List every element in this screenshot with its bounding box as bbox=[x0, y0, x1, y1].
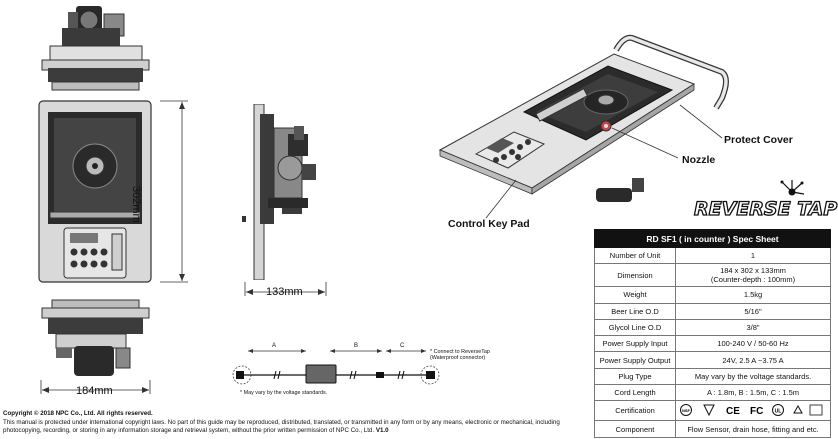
spec-label: Beer Line O.D bbox=[594, 302, 676, 320]
table-row: Power Supply Input 100-240 V / 50-60 Hz bbox=[594, 335, 831, 353]
spec-label: Dimension bbox=[594, 263, 676, 288]
bottom-view-drawing bbox=[41, 299, 150, 376]
spec-label: Weight bbox=[594, 286, 676, 304]
certification-icons: NSF CE FC UL bbox=[680, 403, 823, 417]
nozzle-label: Nozzle bbox=[682, 154, 716, 166]
table-row: Power Supply Output 24V, 2.5 A ~3.75 A bbox=[594, 351, 831, 369]
spec-label: Cord Length bbox=[594, 384, 676, 402]
table-row: Weight 1.5kg bbox=[594, 286, 831, 304]
spec-sheet-title: RD SF1 ( in counter ) Spec Sheet bbox=[594, 229, 831, 248]
copyright-line3: photocopying, recording, or storing in a… bbox=[3, 427, 389, 435]
table-row: Glycol Line O.D 3/8" bbox=[594, 318, 831, 337]
copyright-footer: Copyright © 2018 NPC Co., Ltd. All right… bbox=[3, 410, 833, 436]
spec-value: Flow Sensor, drain hose, fitting and etc… bbox=[675, 420, 831, 438]
top-view-drawing bbox=[41, 6, 150, 91]
reversetap-logo: REVERSE TAP bbox=[693, 180, 838, 224]
cord-label-a: A bbox=[272, 343, 277, 349]
copyright-line2: This manual is protected under internati… bbox=[3, 418, 560, 426]
height-dimension-label: 302mm bbox=[130, 186, 142, 223]
spec-label: Power Supply Input bbox=[594, 335, 676, 353]
spec-label: Plug Type bbox=[594, 367, 676, 386]
front-view-drawing bbox=[38, 100, 152, 283]
svg-text:NSF: NSF bbox=[682, 408, 691, 413]
protect-cover-label: Protect Cover bbox=[724, 134, 793, 146]
fcc-icon: FC bbox=[750, 406, 763, 417]
spec-sheet-header-row: RD SF1 ( in counter ) Spec Sheet bbox=[594, 229, 831, 248]
ce-icon: CE bbox=[726, 406, 740, 417]
isometric-view-drawing bbox=[438, 34, 729, 202]
spec-value: 3/8" bbox=[675, 318, 831, 337]
spec-value: May vary by the voltage standards. bbox=[675, 367, 831, 386]
table-row: Number of Unit 1 bbox=[594, 246, 831, 265]
width-dimension-line bbox=[40, 380, 151, 394]
spec-label: Glycol Line O.D bbox=[594, 318, 676, 337]
connect-note-line2: (Waterproof connector) bbox=[430, 355, 486, 361]
spec-value: 1.5kg bbox=[675, 286, 831, 304]
height-dimension-line bbox=[160, 100, 188, 283]
cord-label-c: C bbox=[400, 343, 405, 349]
spec-value: A : 1.8m, B : 1.5m, C : 1.5m bbox=[675, 384, 831, 402]
ul-icon: UL bbox=[772, 403, 784, 416]
cord-label-b: B bbox=[354, 343, 359, 349]
logo-text: REVERSE TAP bbox=[693, 197, 838, 220]
dimension-value-line2: (Counter-depth : 100mm) bbox=[710, 275, 796, 285]
table-row: Cord Length A : 1.8m, B : 1.5m, C : 1.5m bbox=[594, 384, 831, 402]
recycle-icon bbox=[793, 404, 803, 414]
kc-icon bbox=[703, 404, 715, 416]
table-row: Dimension 184 x 302 x 133mm (Counter-dep… bbox=[594, 263, 831, 288]
logo-splash-icon bbox=[780, 180, 805, 196]
dimension-value-line1: 184 x 302 x 133mm bbox=[720, 266, 786, 276]
width-dimension-label: 184mm bbox=[76, 385, 113, 397]
spec-label: Component bbox=[594, 420, 676, 438]
spec-value: 1 bbox=[675, 246, 831, 265]
spec-value: 5/16" bbox=[675, 302, 831, 320]
copyright-line1: Copyright © 2018 NPC Co., Ltd. All right… bbox=[3, 410, 153, 417]
depth-dimension-line bbox=[244, 282, 327, 296]
fda-icon bbox=[809, 404, 823, 416]
connect-note-line1: * Connect to ReverseTap bbox=[430, 349, 490, 355]
table-row: Component Flow Sensor, drain hose, fitti… bbox=[594, 420, 831, 438]
certification-marks: NSF CE FC UL bbox=[675, 400, 831, 422]
svg-text:UL: UL bbox=[775, 408, 782, 414]
spec-value: 24V, 2.5 A ~3.75 A bbox=[675, 351, 831, 369]
spec-sheet-table: RD SF1 ( in counter ) Spec Sheet Number … bbox=[594, 229, 831, 438]
spec-value: 184 x 302 x 133mm (Counter-depth : 100mm… bbox=[675, 263, 831, 288]
connect-note: * Connect to ReverseTap (Waterproof conn… bbox=[430, 349, 490, 361]
spec-label: Number of Unit bbox=[594, 246, 676, 265]
svg-text:CE: CE bbox=[726, 406, 740, 417]
table-row: Certification NSF CE FC UL bbox=[594, 400, 831, 422]
svg-text:FC: FC bbox=[750, 406, 763, 417]
nsf-icon: NSF bbox=[680, 403, 692, 416]
spec-value: 100-240 V / 50-60 Hz bbox=[675, 335, 831, 353]
voltage-note: * May vary by the voltage standards. bbox=[240, 390, 328, 396]
control-key-pad-label: Control Key Pad bbox=[448, 218, 530, 230]
spec-label: Power Supply Output bbox=[594, 351, 676, 369]
power-cord-diagram bbox=[232, 349, 440, 385]
table-row: Plug Type May vary by the voltage standa… bbox=[594, 367, 831, 386]
side-view-drawing bbox=[242, 104, 316, 280]
table-row: Beer Line O.D 5/16" bbox=[594, 302, 831, 320]
callout-leaders bbox=[485, 104, 723, 219]
depth-dimension-label: 133mm bbox=[266, 286, 303, 298]
